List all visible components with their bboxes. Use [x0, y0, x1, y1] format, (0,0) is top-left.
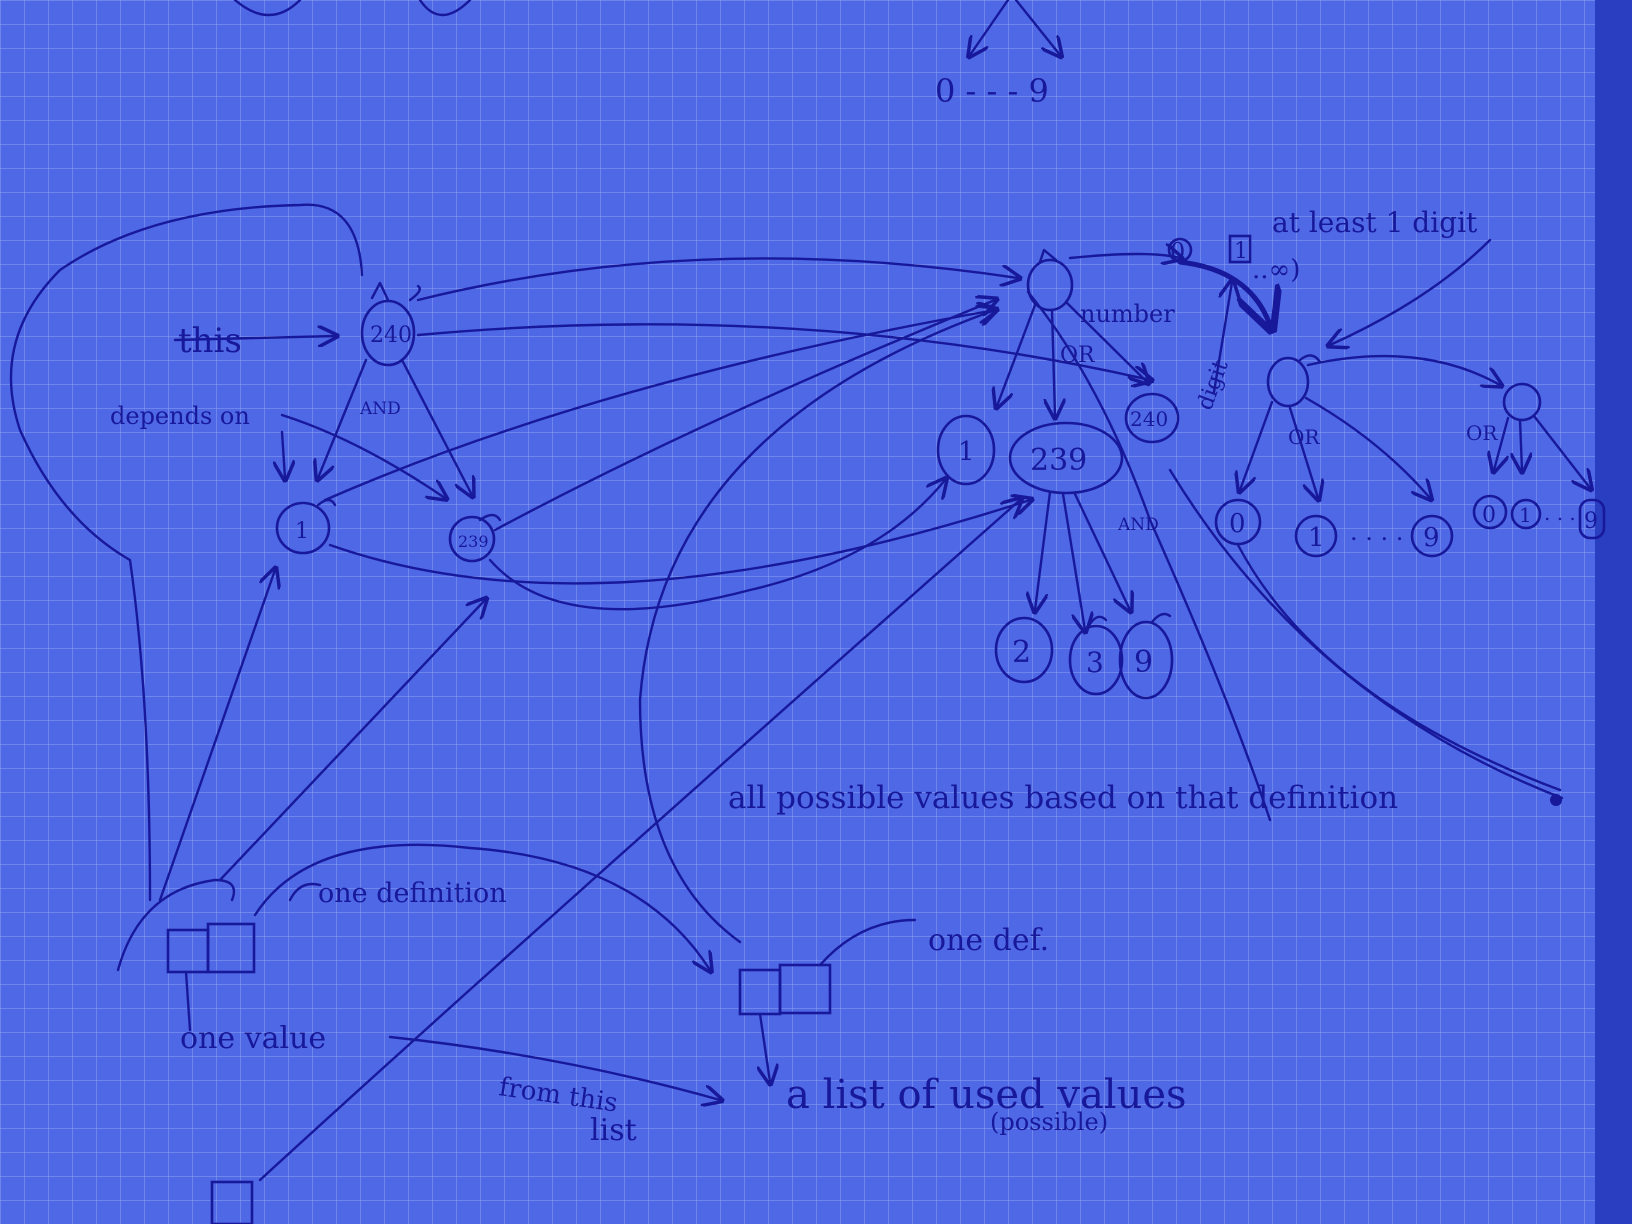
- label-this: this: [178, 321, 242, 361]
- label-all-possible: all possible values based on that defini…: [728, 780, 1398, 816]
- node-zero-top-text: 0: [1170, 238, 1185, 266]
- node-240-mid-text: 240: [1130, 407, 1168, 431]
- node-right-or: [1502, 382, 1542, 422]
- node-2-text: 2: [1012, 635, 1031, 670]
- label-dots1: . . . .: [1350, 518, 1403, 546]
- node-d1: [1294, 514, 1338, 558]
- end-dot: [1550, 794, 1562, 806]
- label-dots2: . . .: [1544, 501, 1576, 525]
- paper-grid: [0, 0, 1595, 1224]
- def-box-right: [778, 963, 832, 1015]
- bottom-box: [210, 1180, 254, 1224]
- label-at-least: at least 1 digit: [1272, 206, 1478, 239]
- label-or-right: OR: [1466, 421, 1498, 445]
- label-depends-on: depends on: [110, 402, 250, 430]
- label-or-digit: OR: [1288, 425, 1320, 449]
- label-one-definition: one definition: [318, 878, 507, 909]
- node-one-top-text: 1: [1234, 239, 1248, 264]
- node-r9-text: 9: [1584, 509, 1598, 534]
- node-d1-text: 1: [1308, 523, 1325, 553]
- paper-edge: [1595, 0, 1632, 1224]
- node-r1-text: 1: [1519, 503, 1532, 527]
- label-possible: (possible): [990, 1108, 1108, 1136]
- label-a-list: a list of used values: [786, 1072, 1187, 1118]
- node-239-mid-text: 239: [1030, 443, 1087, 478]
- digit-repeat-def: [1167, 234, 1492, 394]
- node-240-mid: [1124, 392, 1180, 444]
- node-d9: [1410, 514, 1454, 558]
- node-one-top-box: [1228, 234, 1252, 264]
- node-1-mid: [936, 414, 996, 486]
- node-r9: [1578, 498, 1606, 540]
- node-239-left: [448, 515, 496, 563]
- left-tree: [9, 203, 502, 902]
- node-r0: [1472, 494, 1508, 530]
- node-9: [1118, 620, 1174, 700]
- node-number: [1026, 258, 1074, 312]
- node-2: [994, 616, 1054, 684]
- node-9-text: 9: [1134, 645, 1153, 680]
- label-and-left: AND: [359, 399, 401, 419]
- node-digit: [1266, 356, 1310, 408]
- node-r0-text: 0: [1482, 503, 1496, 528]
- label-one-def: one def.: [928, 923, 1049, 958]
- label-one-value: one value: [180, 1021, 326, 1056]
- node-d0-text: 0: [1229, 509, 1246, 539]
- node-3-text: 3: [1086, 646, 1104, 679]
- label-range-inf: ..∞): [1252, 255, 1300, 285]
- node-3: [1068, 624, 1124, 696]
- cross-links: [323, 257, 1272, 822]
- node-240-left-text: 240: [370, 323, 412, 348]
- label-or-number: OR: [1060, 343, 1096, 368]
- number-tree: [936, 250, 1180, 700]
- top-range-label: 0 - - - 9: [935, 72, 1049, 110]
- node-239-mid: [1008, 421, 1124, 495]
- bottom-structures: [116, 310, 1562, 1224]
- node-r1: [1510, 498, 1542, 530]
- node-1-left-text: 1: [295, 519, 309, 544]
- value-box-right: [206, 922, 256, 974]
- node-1-mid-text: 1: [958, 437, 975, 467]
- node-d9-text: 9: [1423, 523, 1440, 553]
- digit-tree: [1168, 354, 1564, 800]
- label-number: number: [1080, 300, 1175, 328]
- label-list: list: [590, 1113, 637, 1148]
- right-or-tree: [1472, 382, 1606, 540]
- node-1-left: [275, 501, 331, 555]
- label-and-mid: AND: [1117, 515, 1159, 535]
- top-partial-tree: [233, 0, 1060, 55]
- node-239-left-text: 239: [458, 532, 489, 551]
